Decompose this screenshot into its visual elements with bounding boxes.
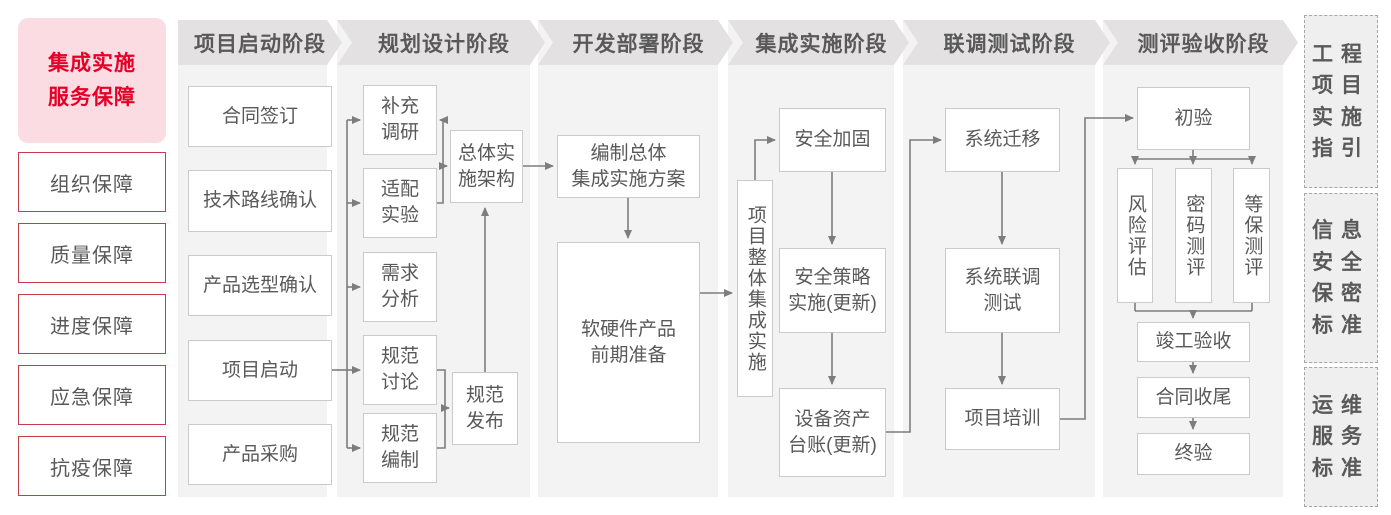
step-crypto-evaluation: 密码测评 xyxy=(1175,168,1212,303)
step-spec-discussion: 规范 讨论 xyxy=(363,335,437,405)
step-supplementary-research: 补充 调研 xyxy=(363,85,437,155)
step-risk-assessment: 风险评估 xyxy=(1117,168,1153,303)
step-completion-acceptance: 竣工验收 xyxy=(1137,322,1250,362)
step-preliminary-acceptance: 初验 xyxy=(1137,87,1250,150)
step-final-acceptance: 终验 xyxy=(1137,433,1250,475)
phase-header-planning-design: 规划设计阶段 xyxy=(337,20,545,65)
step-overall-integration-impl: 项目整体集成实施 xyxy=(737,180,773,397)
step-overall-integration-plan: 编制总体 集成实施方案 xyxy=(557,135,700,198)
step-spec-release: 规范 发布 xyxy=(452,372,518,445)
phase-header-joint-testing: 联调测试阶段 xyxy=(903,20,1110,65)
guarantee-epidemic: 抗疫保障 xyxy=(18,436,166,496)
step-security-policy-impl: 安全策略 实施(更新) xyxy=(779,248,886,333)
phase-header-integration: 集成实施阶段 xyxy=(728,20,909,65)
standard-security-confidentiality: 信息安全保密标准 xyxy=(1304,193,1378,363)
step-contract-closure: 合同收尾 xyxy=(1137,377,1250,418)
guarantee-organization: 组织保障 xyxy=(18,152,166,212)
phase-header-dev-deployment: 开发部署阶段 xyxy=(538,20,733,65)
guarantee-quality: 质量保障 xyxy=(18,223,166,283)
step-asset-ledger-update: 设备资产 台账(更新) xyxy=(779,388,886,477)
step-project-training: 项目培训 xyxy=(945,388,1060,450)
step-tech-route-confirm: 技术路线确认 xyxy=(188,170,332,232)
step-mlps-evaluation: 等保测评 xyxy=(1233,168,1270,303)
phase-header-evaluation-acceptance: 测评验收阶段 xyxy=(1103,20,1298,65)
step-system-joint-testing: 系统联调 测试 xyxy=(945,248,1060,333)
step-hw-sw-preparation: 软硬件产品 前期准备 xyxy=(557,242,700,443)
diagram-title: 集成实施 服务保障 xyxy=(18,18,166,143)
step-system-migration: 系统迁移 xyxy=(945,108,1060,172)
step-overall-impl-architecture: 总体实 施架构 xyxy=(450,130,523,203)
step-product-procurement: 产品采购 xyxy=(188,424,332,485)
step-contract-signing: 合同签订 xyxy=(188,86,332,147)
step-project-kickoff: 项目启动 xyxy=(188,340,332,401)
standard-ops-service: 运维服务标准 xyxy=(1304,367,1378,507)
step-spec-drafting: 规范 编制 xyxy=(363,413,437,483)
step-security-hardening: 安全加固 xyxy=(779,108,886,172)
guarantee-emergency: 应急保障 xyxy=(18,365,166,425)
step-adaptation-test: 适配 实验 xyxy=(363,168,437,238)
step-product-selection-confirm: 产品选型确认 xyxy=(188,255,332,316)
guarantee-schedule: 进度保障 xyxy=(18,294,166,354)
step-requirement-analysis: 需求 分析 xyxy=(363,252,437,322)
standard-engineering-guideline: 工程项目实施指引 xyxy=(1304,15,1378,188)
phase-header-project-kickoff: 项目启动阶段 xyxy=(178,20,342,65)
